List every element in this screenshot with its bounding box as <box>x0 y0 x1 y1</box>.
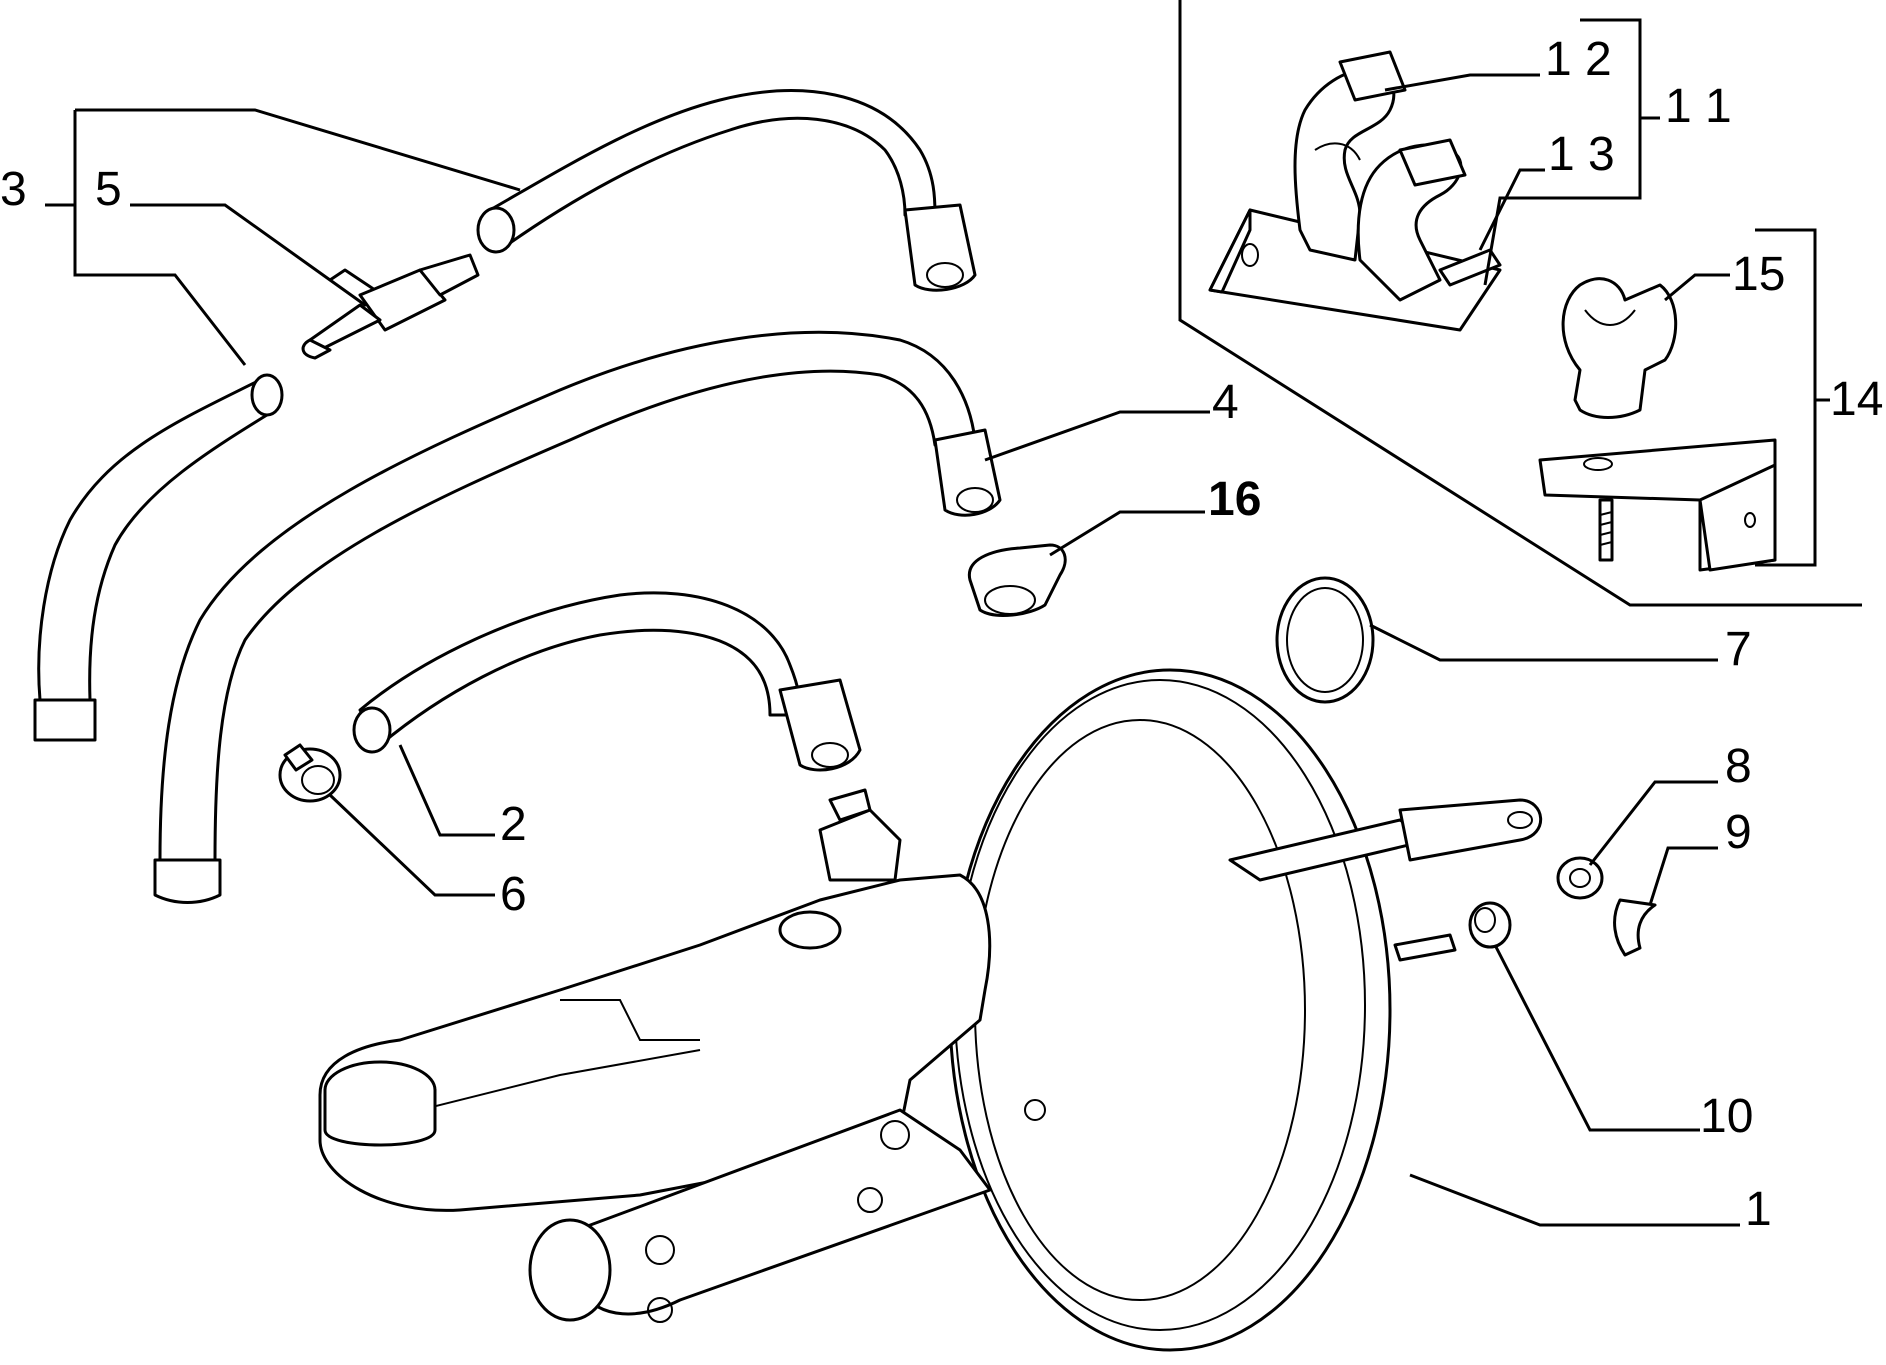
callout-8: 8 <box>1725 740 1752 793</box>
clip-9 <box>1613 898 1657 957</box>
t-fitting-5 <box>301 253 480 360</box>
callout-2: 2 <box>500 798 527 851</box>
hose-upper <box>476 89 977 292</box>
hose-clamp-6 <box>278 743 342 803</box>
callout-7: 7 <box>1725 623 1752 676</box>
callout-9: 9 <box>1725 806 1752 859</box>
callout-6: 6 <box>500 868 527 921</box>
washer-8 <box>1556 856 1604 900</box>
master-cylinder <box>318 788 1046 1323</box>
callout-1: 1 <box>1745 1183 1772 1236</box>
seal-ring-7 <box>1275 576 1375 704</box>
callout-12: 1 2 <box>1545 33 1612 86</box>
hose-4 <box>153 330 1002 904</box>
hose-clamp-16 <box>967 543 1067 617</box>
hose-3 <box>33 373 284 742</box>
callout-5: 5 <box>95 163 122 216</box>
callout-11: 1 1 <box>1665 80 1732 133</box>
callout-14: 14 <box>1830 373 1883 426</box>
bushing-10 <box>1468 901 1512 949</box>
callout-16: 16 <box>1208 473 1261 526</box>
leader-lines <box>45 18 1830 1227</box>
pipe-clip-bracket-assembly <box>1208 50 1502 332</box>
inset-frame <box>1178 0 1862 607</box>
callout-10: 10 <box>1700 1090 1753 1143</box>
callout-15: 15 <box>1732 248 1785 301</box>
callout-4: 4 <box>1212 376 1239 429</box>
hose-2 <box>352 591 862 772</box>
bracket-with-clip <box>1538 277 1777 572</box>
callout-13: 1 3 <box>1548 128 1615 181</box>
callout-3: 3 <box>0 163 27 216</box>
brake-booster-1 <box>948 668 1543 1352</box>
